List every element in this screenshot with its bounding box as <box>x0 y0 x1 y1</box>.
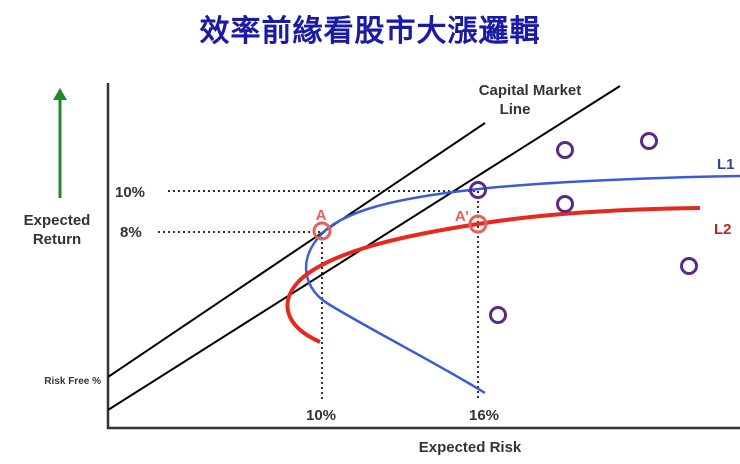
risk-free-label: Risk Free % <box>44 376 101 387</box>
cml-label-line1: Capital Market <box>479 82 582 99</box>
y-axis-label-line2: Return <box>33 231 81 248</box>
page-title: 效率前緣看股市大漲邏輯 <box>199 14 541 49</box>
y-tick-10: 10% <box>115 184 145 201</box>
frontier-l2 <box>285 206 701 344</box>
l1-label: L1 <box>717 156 735 173</box>
cml-label-line2: Line <box>500 101 531 118</box>
frontier-l1 <box>304 174 740 395</box>
x-axis-label: Expected Risk <box>419 439 522 456</box>
arrow-up-icon <box>53 88 67 198</box>
capital-market-line-upper <box>107 122 486 378</box>
x-tick-10: 10% <box>306 407 336 424</box>
y-axis-label-line1: Expected <box>24 212 91 229</box>
point-a-prime-label: A’ <box>455 208 469 225</box>
l2-label: L2 <box>714 221 732 238</box>
x-tick-16: 16% <box>469 407 499 424</box>
point-markers <box>312 214 488 241</box>
guide-lines <box>158 190 479 400</box>
scatter-points <box>469 132 698 324</box>
y-tick-8: 8% <box>120 224 142 241</box>
point-a-label: A <box>316 207 327 224</box>
